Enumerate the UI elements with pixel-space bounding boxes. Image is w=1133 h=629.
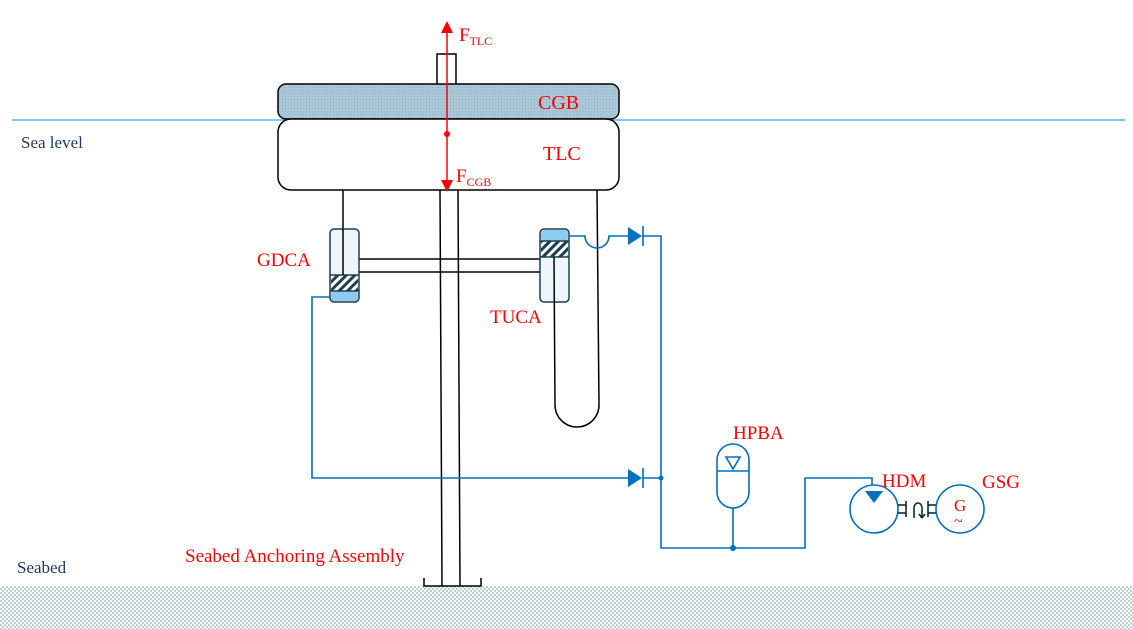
utube — [553, 256, 600, 428]
seabed-label: Seabed — [17, 558, 67, 577]
f-cgb-label: FCGB — [456, 166, 491, 189]
gdca-cylinder — [329, 228, 360, 303]
cgb-label: CGB — [538, 92, 579, 114]
f-tlc-label: FTLC — [459, 25, 492, 48]
hdm-motor — [849, 484, 899, 534]
junction-dot — [730, 545, 736, 551]
shaft-coupling — [898, 501, 936, 519]
anchoring-base — [423, 578, 482, 587]
tlc-label: TLC — [543, 143, 581, 165]
center-of-force-dot — [444, 131, 450, 137]
generator-tilde: ~ — [954, 513, 963, 530]
hpba-label: HPBA — [733, 423, 784, 444]
column-left — [439, 189, 443, 587]
generator-symbol: G — [954, 496, 966, 515]
column-right — [457, 189, 461, 587]
utube-right-leg — [596, 189, 600, 406]
check-valve-bottom — [628, 468, 644, 488]
gsg-generator — [935, 484, 985, 534]
sea-level-label: Sea level — [21, 133, 83, 152]
gdca-label: GDCA — [257, 250, 311, 271]
hydraulic-circuit — [311, 235, 873, 549]
seabed-area — [0, 586, 1133, 629]
anchoring-label: Seabed Anchoring Assembly — [185, 546, 405, 567]
hpba-accumulator — [716, 443, 750, 509]
hdm-label: HDM — [882, 471, 926, 492]
gsg-label: GSG — [982, 472, 1020, 493]
tuca-label: TUCA — [490, 307, 542, 328]
junction-dot — [658, 475, 664, 481]
check-valve-top — [628, 226, 644, 246]
